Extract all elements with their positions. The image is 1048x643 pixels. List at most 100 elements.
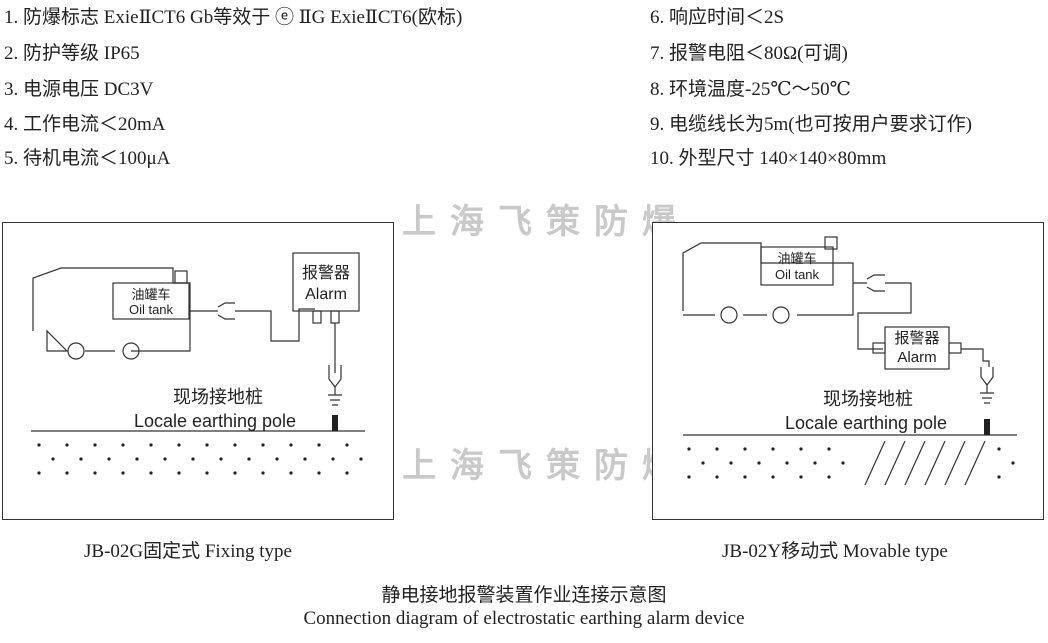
soil-dot xyxy=(51,457,55,461)
soil-dot xyxy=(317,443,321,447)
soil-dot xyxy=(219,457,223,461)
soil-dot xyxy=(997,475,1001,479)
spec-item: 3. 电源电压 DC3V xyxy=(4,79,154,100)
soil-dot xyxy=(757,461,761,465)
soil-dot xyxy=(233,471,237,475)
soil-dot xyxy=(65,471,69,475)
soil-dot xyxy=(163,457,167,461)
soil-dot xyxy=(771,447,775,451)
soil-dot xyxy=(771,475,775,479)
alarm-label-cn: 报警器 xyxy=(894,330,939,347)
footer-title-en: Connection diagram of electrostatic eart… xyxy=(303,608,745,629)
soil-dot xyxy=(79,457,83,461)
soil-dot xyxy=(149,443,153,447)
soil-dot xyxy=(687,447,691,451)
soil-dot xyxy=(1011,461,1015,465)
soil-dot xyxy=(359,457,363,461)
truck-wheel xyxy=(720,306,738,324)
fixed-diagram-svg: 油罐车 Oil tank 报警器 Alarm 现场接地桩 Locale eart… xyxy=(31,252,365,475)
soil-dot xyxy=(275,457,279,461)
pavement-hatching xyxy=(864,440,986,486)
soil-dot xyxy=(743,447,747,451)
soil-dot xyxy=(191,457,195,461)
soil-dot xyxy=(799,447,803,451)
clamp-icon xyxy=(980,367,994,386)
soil-dot xyxy=(149,471,153,475)
caption-fixed: JB-02G固定式 Fixing type xyxy=(84,541,292,562)
soil-dot xyxy=(135,457,139,461)
earthing-pole xyxy=(332,415,338,431)
alarm-terminal xyxy=(312,310,322,324)
spec-item: 4. 工作电流＜20mA xyxy=(4,114,166,135)
soil-dot xyxy=(827,475,831,479)
soil-dot xyxy=(93,443,97,447)
tank-hatch xyxy=(174,270,188,284)
soil-dot xyxy=(303,457,307,461)
pole-label-cn: 现场接地桩 xyxy=(823,389,913,409)
soil-dot xyxy=(205,471,209,475)
spec-item: 1. 防爆标志 ExieⅡCT6 Gb等效于 ⓔ ⅡG ExieⅡCT6(欧标) xyxy=(4,7,463,28)
spec-item: 2. 防护等级 IP65 xyxy=(4,43,140,64)
soil-dot xyxy=(261,471,265,475)
pole-label-en: Locale earthing pole xyxy=(134,411,296,431)
alarm-box xyxy=(292,252,360,312)
movable-diagram-svg: 油罐车 Oil tank 报警器 Alarm 现场接地桩 Locale eart… xyxy=(682,236,1017,486)
spec-item: 7. 报警电阻＜80Ω(可调) xyxy=(650,43,848,64)
soil-dot xyxy=(261,443,265,447)
cable-line xyxy=(235,308,315,342)
soil-dot xyxy=(37,471,41,475)
soil-dot xyxy=(841,461,845,465)
spec-item: 8. 环境温度-25℃～50℃ xyxy=(650,79,851,100)
soil-dot xyxy=(233,443,237,447)
oil-tank-box xyxy=(112,282,190,320)
soil-dot xyxy=(729,461,733,465)
truck-outline xyxy=(32,267,191,352)
alarm-label-en: Alarm xyxy=(305,286,347,303)
watermark: 上海飞策防爆 xyxy=(402,202,690,242)
oil-tank-box xyxy=(760,246,834,286)
cable-line xyxy=(961,348,990,367)
tank-hatch xyxy=(824,236,838,250)
cable-line xyxy=(857,282,912,350)
caption-movable: JB-02Y移动式 Movable type xyxy=(722,541,948,562)
soil-dot xyxy=(331,457,335,461)
soil-dots xyxy=(37,443,363,475)
diagram-panel-fixed: 油罐车 Oil tank 报警器 Alarm 现场接地桩 Locale eart… xyxy=(2,222,394,520)
soil-dot xyxy=(715,475,719,479)
soil-dot xyxy=(317,471,321,475)
footer-title-cn: 静电接地报警装置作业连接示意图 xyxy=(381,585,667,606)
pole-label-en: Locale earthing pole xyxy=(785,413,947,433)
soil-dot xyxy=(785,461,789,465)
watermark: 上海飞策防爆 xyxy=(402,446,690,486)
soil-dot xyxy=(205,443,209,447)
clamp-icon xyxy=(853,274,885,292)
soil-dot xyxy=(687,475,691,479)
soil-dots xyxy=(687,447,1015,479)
alarm-label-en: Alarm xyxy=(897,349,936,366)
soil-dot xyxy=(345,443,349,447)
diagram-panel-movable: 油罐车 Oil tank 报警器 Alarm 现场接地桩 Locale eart… xyxy=(652,222,1044,520)
soil-dot xyxy=(715,447,719,451)
soil-dot xyxy=(107,457,111,461)
soil-dot xyxy=(701,461,705,465)
soil-dot xyxy=(177,471,181,475)
soil-dot xyxy=(93,471,97,475)
spec-item: 9. 电缆线长为5m(也可按用户要求订作) xyxy=(650,114,972,135)
tank-label-cn: 油罐车 xyxy=(131,287,170,302)
soil-dot xyxy=(289,443,293,447)
alarm-terminal xyxy=(948,342,962,354)
ground-icon xyxy=(980,385,994,404)
spec-item: 6. 响应时间＜2S xyxy=(650,7,785,28)
soil-dot xyxy=(177,443,181,447)
spec-item: 10. 外型尺寸 140×140×80mm xyxy=(650,148,887,169)
soil-dot xyxy=(65,443,69,447)
soil-dot xyxy=(799,475,803,479)
soil-dot xyxy=(37,443,41,447)
soil-dot xyxy=(121,443,125,447)
alarm-terminal xyxy=(872,342,886,354)
alarm-label-cn: 报警器 xyxy=(302,264,350,282)
ground-icon xyxy=(328,387,342,406)
soil-dot xyxy=(345,471,349,475)
truck-outline xyxy=(682,242,854,316)
tank-label-cn: 油罐车 xyxy=(777,251,816,266)
